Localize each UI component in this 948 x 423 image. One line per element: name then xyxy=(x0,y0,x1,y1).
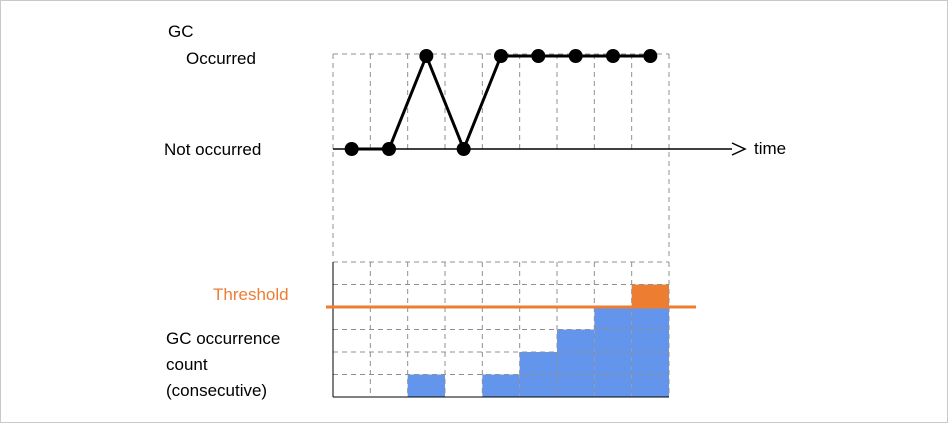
count-axis-title: GC occurrence count (consecutive) xyxy=(166,326,280,404)
gc-data-point xyxy=(531,49,546,63)
gc-data-point xyxy=(643,49,658,63)
gc-data-point xyxy=(419,49,434,63)
gc-axis-title: GC xyxy=(168,22,194,41)
gc-data-point xyxy=(606,49,620,63)
gc-data-point xyxy=(568,49,583,63)
count-bar-over-threshold xyxy=(631,284,669,307)
gc-data-point xyxy=(344,142,359,156)
count-axis-title-line2: count xyxy=(166,355,208,374)
occurred-tick-label: Occurred xyxy=(186,49,256,68)
count-bar xyxy=(407,374,445,397)
time-axis-label: time xyxy=(754,139,787,158)
count-axis-title-line3: (consecutive) xyxy=(166,381,268,400)
threshold-label: Threshold xyxy=(213,285,289,304)
not-occurred-tick-label: Not occurred xyxy=(164,140,262,159)
count-axis-title-line1: GC occurrence xyxy=(166,329,281,348)
count-bar xyxy=(557,329,595,397)
time-axis-arrow xyxy=(731,142,747,156)
gc-data-point xyxy=(382,142,396,156)
gc-line xyxy=(351,51,651,154)
gc-data-point xyxy=(494,49,508,63)
count-bar xyxy=(482,374,520,397)
gc-data-point xyxy=(456,142,471,156)
